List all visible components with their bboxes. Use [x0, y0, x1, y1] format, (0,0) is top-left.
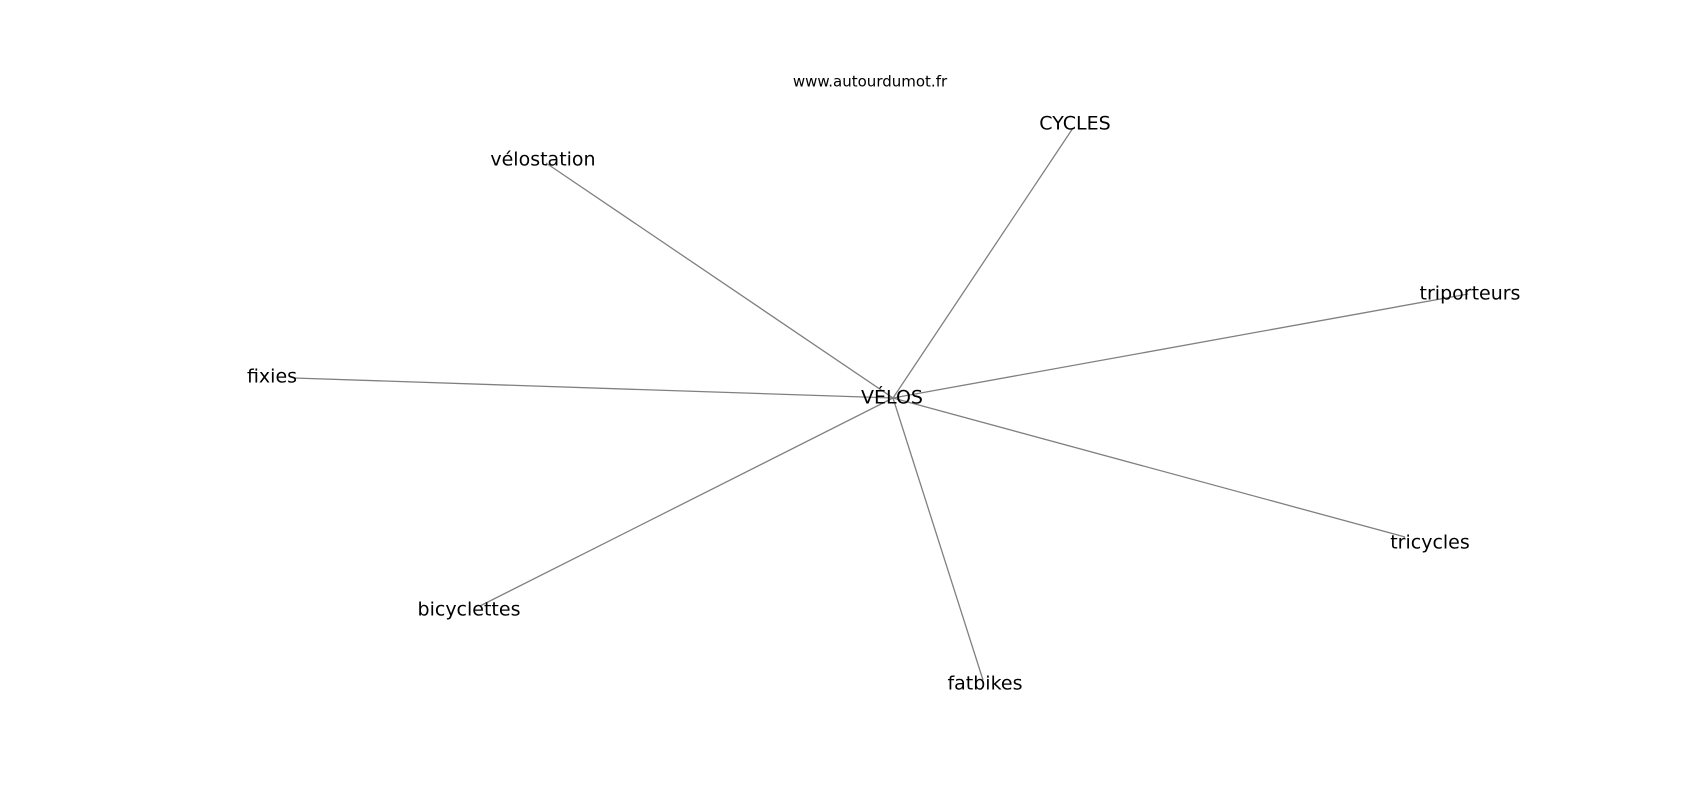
edges-layer	[293, 127, 1469, 681]
edge-velos-fixies	[293, 377, 894, 399]
node-cycles[interactable]: CYCLES	[1039, 113, 1110, 135]
node-velostation[interactable]: vélostation	[490, 149, 595, 171]
edge-velos-bicyclettes	[479, 397, 894, 607]
node-velos[interactable]: VÉLOS	[861, 386, 923, 409]
nodes-layer: VÉLOS CYCLES vélostation triporteurs fix…	[247, 113, 1521, 695]
node-triporteurs[interactable]: triporteurs	[1420, 283, 1521, 305]
edge-velos-cycles	[892, 127, 1074, 399]
edge-velos-velostation	[545, 162, 894, 399]
source-label: www.autourdumot.fr	[793, 73, 948, 91]
node-bicyclettes[interactable]: bicyclettes	[418, 599, 521, 621]
node-fixies[interactable]: fixies	[247, 366, 297, 388]
node-tricycles[interactable]: tricycles	[1390, 532, 1470, 554]
node-fatbikes[interactable]: fatbikes	[947, 673, 1022, 695]
edge-velos-tricycles	[892, 397, 1406, 538]
edge-velos-fatbikes	[892, 397, 984, 681]
edge-velos-triporteurs	[892, 293, 1469, 399]
